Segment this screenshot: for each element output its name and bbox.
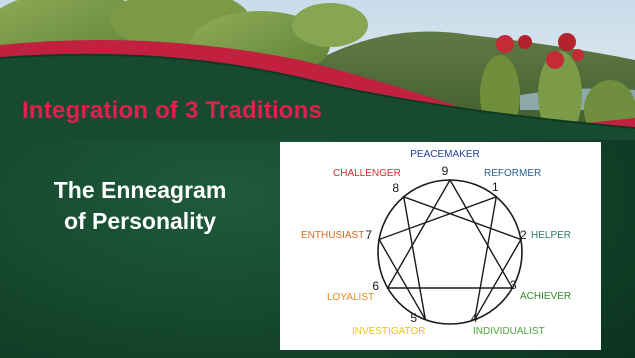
type-label-investigator: INVESTIGATOR <box>352 326 426 337</box>
subtitle-line-2: of Personality <box>63 208 217 234</box>
type-number-6: 6 <box>372 279 379 293</box>
type-number-9: 9 <box>442 164 449 178</box>
subtitle-line-1: The Enneagram <box>53 177 227 203</box>
type-label-achiever: ACHIEVER <box>520 291 571 302</box>
enneagram-circle <box>377 179 523 325</box>
type-number-1: 1 <box>492 180 499 194</box>
type-number-4: 4 <box>471 311 478 325</box>
slide-title: Integration of 3 Traditions <box>22 97 323 124</box>
type-number-8: 8 <box>392 181 399 195</box>
type-number-5: 5 <box>410 311 417 325</box>
type-label-helper: HELPER <box>531 230 571 241</box>
type-label-individualist: INDIVIDUALIST <box>473 326 545 337</box>
type-number-3: 3 <box>510 278 517 292</box>
enneagram-triangle <box>386 178 514 289</box>
type-label-loyalist: LOYALIST <box>327 292 374 303</box>
type-label-reformer: REFORMER <box>484 168 541 179</box>
type-label-enthusiast: ENTHUSIAST <box>301 230 364 241</box>
slide-subtitle: The Enneagram of Personality <box>30 175 250 237</box>
enneagram-hexad <box>378 195 522 321</box>
type-label-challenger: CHALLENGER <box>333 168 401 179</box>
banner-photo <box>0 0 635 140</box>
type-number-2: 2 <box>520 228 527 242</box>
type-number-7: 7 <box>365 228 372 242</box>
type-label-peacemaker: PEACEMAKER <box>410 149 479 160</box>
